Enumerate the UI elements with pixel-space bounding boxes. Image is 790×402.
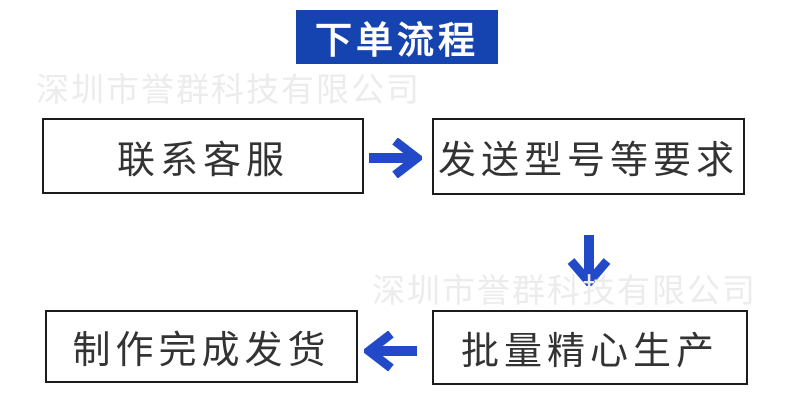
step-box-batch-production: 批量精心生产 xyxy=(432,310,748,385)
page-title: 下单流程 xyxy=(296,10,498,64)
right-arrow-icon xyxy=(366,138,422,178)
left-arrow-icon xyxy=(364,331,420,371)
down-arrow-icon xyxy=(567,232,611,286)
step-box-contact-service: 联系客服 xyxy=(42,118,364,194)
step-box-production-complete-ship: 制作完成发货 xyxy=(45,310,358,383)
watermark-text-top: 深圳市誉群科技有限公司 xyxy=(36,71,421,108)
watermark-text-bottom: 深圳市誉群科技有限公司 xyxy=(372,272,757,309)
step-box-send-model-requirements: 发送型号等要求 xyxy=(432,118,745,195)
